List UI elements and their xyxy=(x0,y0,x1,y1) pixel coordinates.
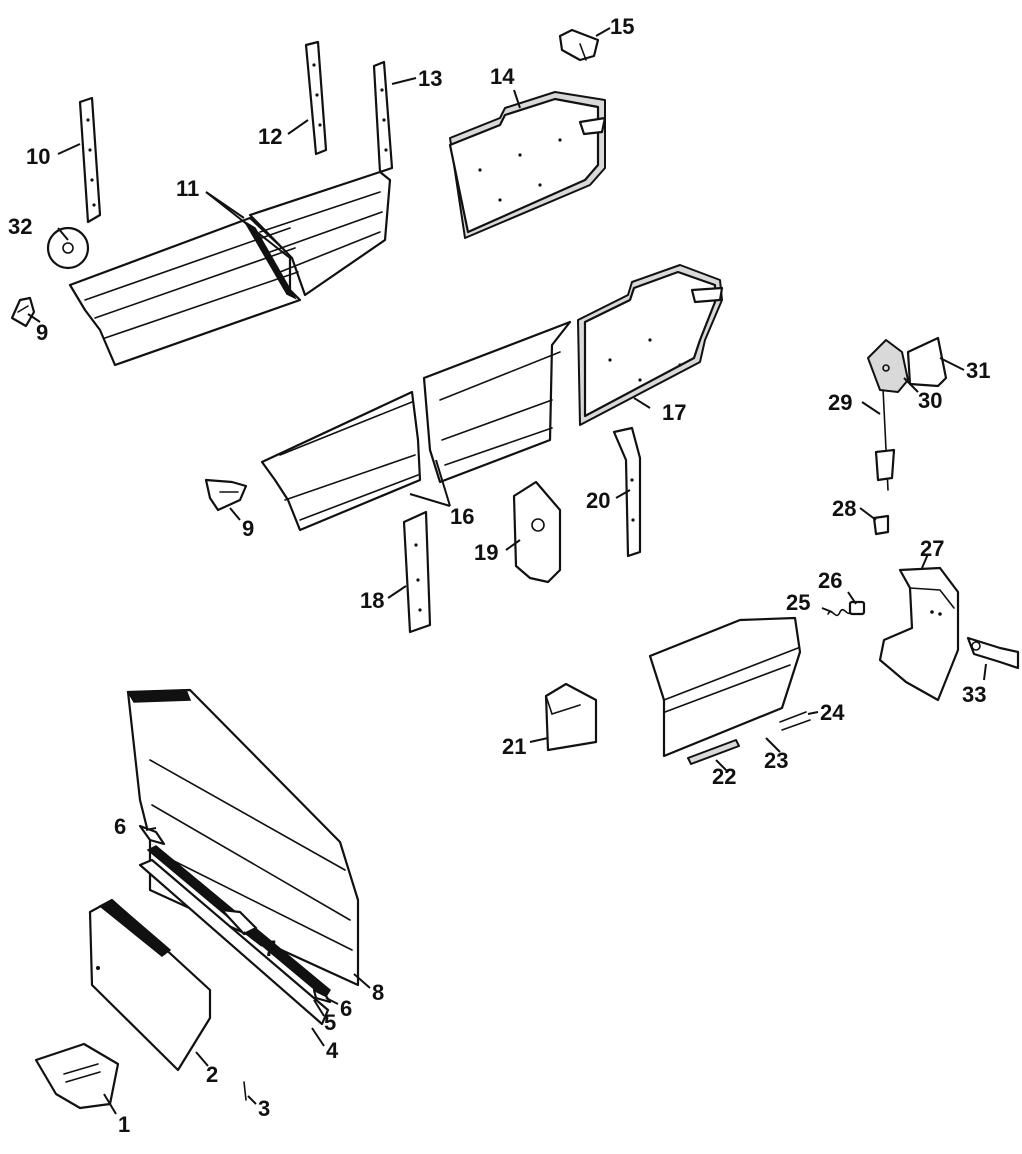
part-14-panel xyxy=(448,91,607,239)
callout-29: 29 xyxy=(828,390,852,415)
part-4-long-strip xyxy=(138,858,330,1026)
callout-27: 27 xyxy=(920,536,944,561)
callout-17: 17 xyxy=(662,400,686,425)
callout-24: 24 xyxy=(820,700,845,725)
part-30-plate xyxy=(867,339,909,393)
callout-26: 26 xyxy=(818,568,842,593)
callout-21: 21 xyxy=(502,734,526,759)
callout-12: 12 xyxy=(258,124,282,149)
callout-11: 11 xyxy=(176,176,199,201)
part-7-clip xyxy=(220,908,258,936)
part-12-strip xyxy=(304,40,328,156)
callout-25: 25 xyxy=(786,590,810,615)
callout-10: 10 xyxy=(26,144,50,169)
part-13-strip xyxy=(372,60,394,174)
callout-9-lower: 9 xyxy=(242,516,254,541)
part-9-bracket-left xyxy=(10,296,36,328)
part-27-bracket xyxy=(878,566,960,702)
part-17-panel xyxy=(577,264,724,426)
part-18-strip xyxy=(402,510,432,634)
leader-lines xyxy=(27,27,987,1115)
part-9-bracket-lower xyxy=(204,478,248,512)
callout-1: 1 xyxy=(118,1112,130,1137)
callout-9-left: 9 xyxy=(36,320,48,345)
callout-18: 18 xyxy=(360,588,384,613)
part-11-long-panel xyxy=(68,170,392,367)
part-16-panel-pair xyxy=(260,320,572,532)
callout-23: 23 xyxy=(764,748,788,773)
callout-33: 33 xyxy=(962,682,986,707)
part-26-knob xyxy=(848,600,866,616)
callout-6-upper: 6 xyxy=(114,814,126,839)
callout-3: 3 xyxy=(258,1096,270,1121)
callout-30: 30 xyxy=(918,388,942,413)
part-8-large-panel xyxy=(126,688,360,987)
callout-2: 2 xyxy=(206,1062,218,1087)
part-31-cover xyxy=(906,336,948,388)
part-22-rod xyxy=(687,739,740,765)
part-2-box xyxy=(88,898,212,1072)
callout-19: 19 xyxy=(474,540,498,565)
callout-14: 14 xyxy=(490,64,515,89)
callout-31: 31 xyxy=(966,358,990,383)
callout-13: 13 xyxy=(418,66,442,91)
part-19-bracket xyxy=(512,480,562,584)
callout-28: 28 xyxy=(832,496,856,521)
part-33-latch xyxy=(966,636,1020,670)
part-3-pin xyxy=(243,1081,247,1101)
callout-22: 22 xyxy=(712,764,736,789)
part-10-strip xyxy=(78,96,102,224)
callout-4: 4 xyxy=(326,1038,339,1063)
part-24-pins xyxy=(779,711,811,731)
part-21-box xyxy=(544,682,598,752)
callout-7: 7 xyxy=(264,936,276,961)
callout-8: 8 xyxy=(372,980,384,1005)
callout-numbers: 1 2 3 4 5 6 6 7 8 9 9 10 11 12 13 14 15 … xyxy=(8,14,990,1137)
callout-20: 20 xyxy=(586,488,610,513)
callout-15: 15 xyxy=(610,14,634,39)
callout-5: 5 xyxy=(324,1010,336,1035)
part-23-panel xyxy=(648,616,802,758)
callout-32: 32 xyxy=(8,214,32,239)
part-15-clip xyxy=(558,28,600,62)
callout-6-lower: 6 xyxy=(340,996,352,1021)
part-28-clip xyxy=(872,514,890,536)
part-32-disc xyxy=(46,226,90,270)
callout-16: 16 xyxy=(450,504,474,529)
